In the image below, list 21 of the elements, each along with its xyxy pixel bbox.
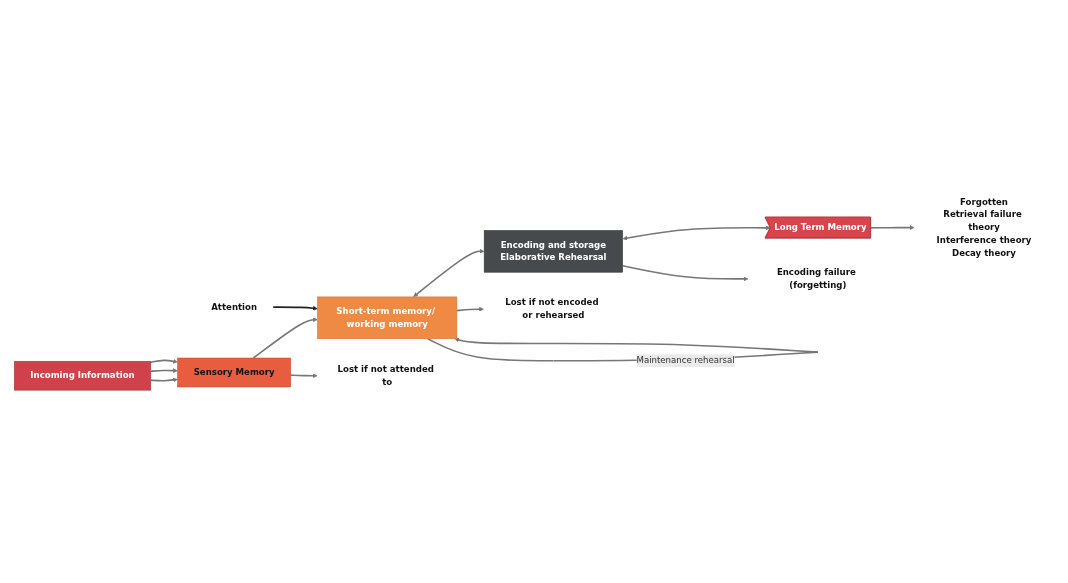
node-box: Sensory Memory [177, 357, 291, 387]
arrow [456, 306, 484, 312]
arrow [252, 316, 318, 359]
arrow [149, 377, 178, 382]
arrow [622, 225, 771, 240]
node-box: Encoding and storage Elaborative Rehearsal [483, 229, 623, 272]
arrow [149, 358, 178, 364]
node-text: Lost if not attended to [337, 363, 434, 387]
arrow [870, 224, 915, 230]
arrow [413, 248, 485, 297]
edge-label: Maintenance rehearsal [636, 354, 735, 366]
arrow [289, 372, 318, 378]
node-box: Short-term memory/ working memory [317, 296, 458, 339]
arrow [272, 305, 318, 311]
node-text: Encoding failure (forgetting) [776, 266, 856, 290]
arrow [621, 264, 749, 281]
node-box: Incoming Information [14, 360, 152, 390]
node-text: Lost if not encoded or rehearsed [505, 296, 599, 320]
arrow [149, 367, 178, 373]
node-text: Forgotten Retrieval failure theory Interference theory Decay theory [936, 196, 1032, 258]
node-text: Attention [211, 301, 258, 312]
